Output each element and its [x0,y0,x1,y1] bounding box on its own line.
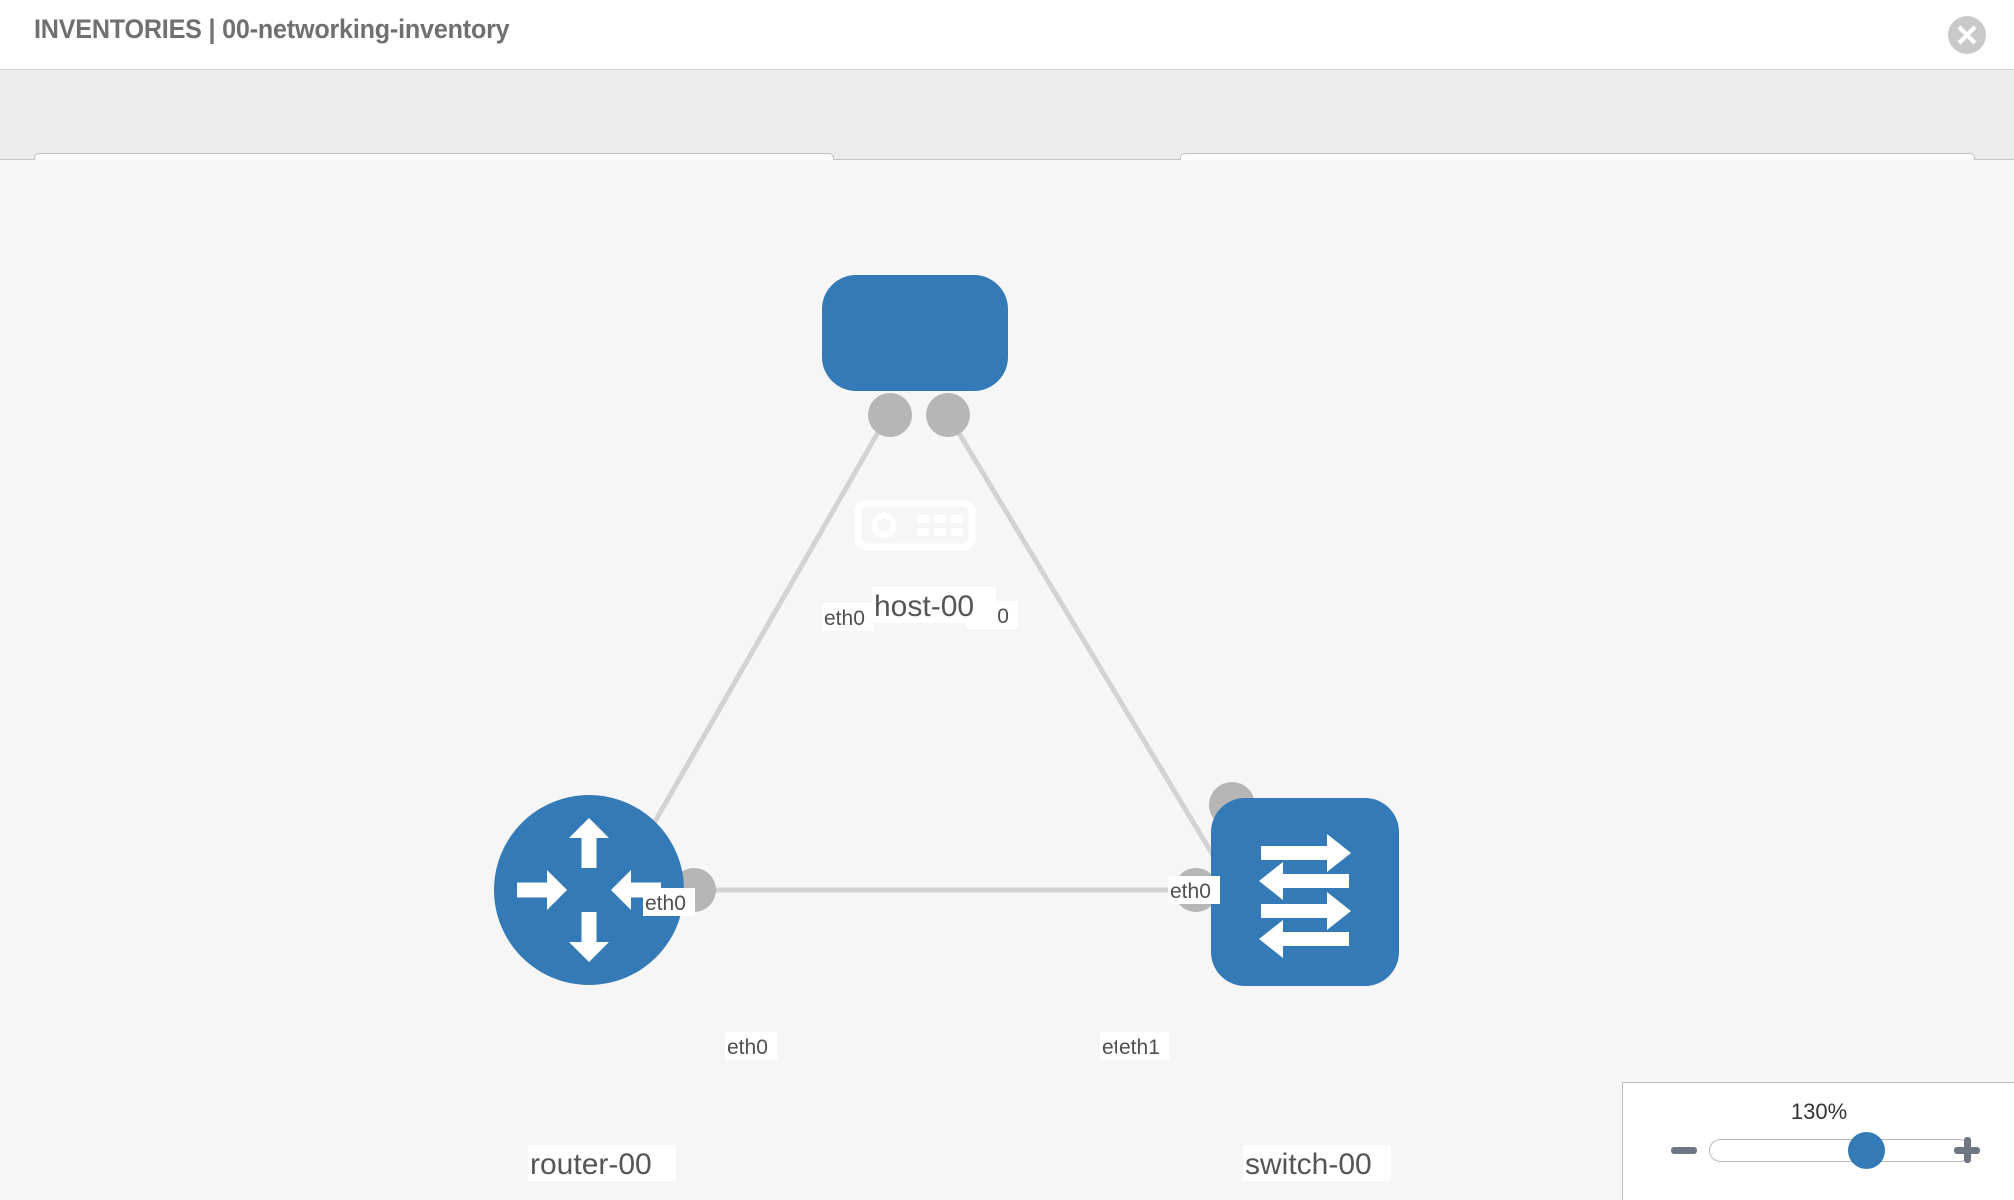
zoom-control-panel: 130% [1622,1082,2014,1200]
port-dot-host-right[interactable] [926,393,970,437]
zoom-slider-thumb[interactable] [1847,1132,1885,1169]
node-label-router-00: router-00 [528,1145,676,1181]
page-title: INVENTORIES | 00-networking-inventory [34,14,510,44]
edge-label-host-left: eth0 [822,603,874,631]
svg-text:eth1: eth1 [1119,1036,1160,1059]
port-dot-host-left[interactable] [868,393,912,437]
edge-host-switch[interactable] [945,413,1243,902]
edge-label-router-up: eth0 [643,888,695,916]
node-label-switch-00: switch-00 [1243,1145,1391,1181]
svg-text:switch-00: switch-00 [1245,1148,1372,1181]
svg-text:eth0: eth0 [1170,880,1211,903]
close-icon[interactable] [1948,16,1986,54]
page-header: INVENTORIES | 00-networking-inventory [0,0,2014,70]
svg-text:router-00: router-00 [530,1148,652,1181]
svg-text:eth0: eth0 [645,892,686,915]
edge-label-switch-up: eth0 [1168,876,1220,904]
topology-graph: eth0 eth0 eth0 eth0 eth0 eth [494,275,1399,1181]
zoom-in-button[interactable] [1954,1137,1980,1163]
svg-text:host-00: host-00 [874,590,974,623]
zoom-slider[interactable] [1709,1139,1971,1162]
svg-text:eth0: eth0 [824,607,865,630]
zoom-out-button[interactable] [1671,1147,1697,1154]
node-router-00[interactable] [494,795,684,985]
node-switch-00[interactable] [1211,798,1399,986]
svg-text:eth0: eth0 [727,1036,768,1059]
node-label-host-00: host-00 [872,587,996,623]
topology-canvas[interactable]: eth0 eth0 eth0 eth0 eth0 eth [0,160,2014,1200]
edge-host-router[interactable] [607,413,891,902]
toolbar: ACTIONS SEARCH [0,70,2014,205]
edge-label-switch-left-b: eth1 [1117,1032,1169,1060]
zoom-level-value: 130% [1790,1099,1848,1124]
node-host-00[interactable] [822,275,1008,551]
edge-label-router-right: eth0 [725,1032,777,1060]
